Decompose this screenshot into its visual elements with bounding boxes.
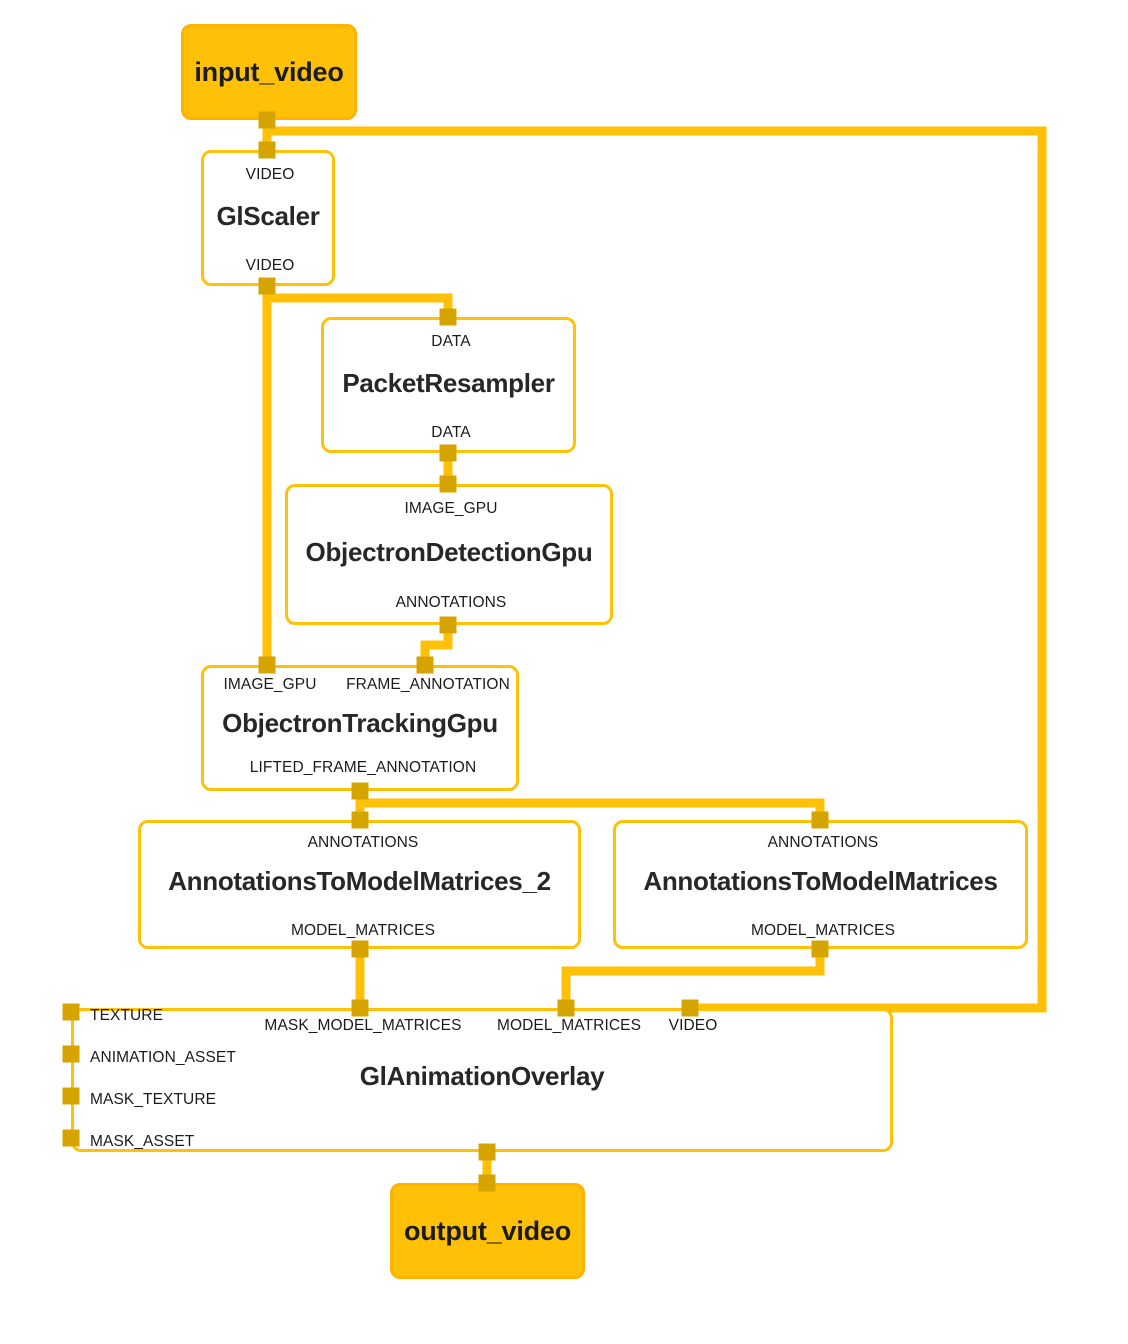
port-label-atmm-out-modelmatrices: MODEL_MATRICES [750, 922, 896, 939]
port-overlay-out[interactable] [478, 1143, 496, 1161]
port-label-glscaler-in-video: VIDEO [245, 166, 295, 183]
port-glscaler-out-video[interactable] [258, 277, 276, 295]
stream-node-output-video[interactable]: output_video [390, 1183, 585, 1279]
port-overlay-in-masktexture[interactable] [62, 1087, 80, 1105]
calculator-title: GlScaler [216, 201, 320, 231]
port-atmm2-out-modelmatrices[interactable] [351, 940, 369, 958]
port-atmm-in-annotations[interactable] [811, 811, 829, 829]
port-overlay-in-texture[interactable] [62, 1003, 80, 1021]
port-label-atmm2-out-modelmatrices: MODEL_MATRICES [290, 922, 436, 939]
calculator-node-objectrondetectiongpu[interactable]: IMAGE_GPU ObjectronDetectionGpu ANNOTATI… [285, 484, 613, 625]
calculator-title: GlAnimationOverlay [359, 1061, 605, 1091]
port-overlay-in-animationasset[interactable] [62, 1045, 80, 1063]
stream-node-input-video[interactable]: input_video [181, 24, 357, 120]
port-label-packetresampler-in-data: DATA [431, 333, 471, 350]
port-label-overlay-in-texture: TEXTURE [90, 1007, 164, 1024]
port-output-video-in[interactable] [478, 1174, 496, 1192]
port-label-tracking-in-imagegpu: IMAGE_GPU [223, 676, 317, 693]
calculator-node-packetresampler[interactable]: DATA PacketResampler DATA [321, 317, 576, 453]
calculator-title: ObjectronTrackingGpu [222, 708, 498, 738]
port-overlay-in-maskmodelmatrices[interactable] [351, 999, 369, 1017]
edge-detection-to-tracking-frameannotation [420, 625, 453, 665]
calculator-title: PacketResampler [342, 368, 555, 398]
port-atmm-out-modelmatrices[interactable] [811, 940, 829, 958]
port-overlay-in-modelmatrices[interactable] [557, 999, 575, 1017]
port-label-tracking-out-liftedframeannotation: LIFTED_FRAME_ANNOTATION [249, 759, 477, 776]
port-label-overlay-in-animationasset: ANIMATION_ASSET [90, 1049, 236, 1066]
stream-node-label: output_video [403, 1215, 572, 1246]
port-detection-in-imagegpu[interactable] [439, 475, 457, 493]
calculator-title: AnnotationsToModelMatrices_2 [168, 866, 551, 896]
calculator-node-annotationstomodelmatrices[interactable]: ANNOTATIONS AnnotationsToModelMatrices M… [613, 820, 1028, 949]
port-label-overlay-in-maskasset: MASK_ASSET [90, 1133, 195, 1150]
port-glscaler-in-video[interactable] [258, 141, 276, 159]
port-input-video-out[interactable] [258, 111, 276, 129]
port-detection-out-annotations[interactable] [439, 616, 457, 634]
port-label-atmm2-in-annotations: ANNOTATIONS [307, 834, 419, 851]
port-tracking-in-frameannotation[interactable] [416, 656, 434, 674]
calculator-node-objectrontrackinggpu[interactable]: IMAGE_GPU FRAME_ANNOTATION ObjectronTrac… [201, 665, 519, 791]
edge-glscaler-to-packetresampler [262, 286, 453, 317]
port-packetresampler-in-data[interactable] [439, 308, 457, 326]
port-label-atmm-in-annotations: ANNOTATIONS [767, 834, 879, 851]
calculator-title: AnnotationsToModelMatrices [643, 866, 998, 896]
edge-atmm-to-overlay-modelmatrices [561, 949, 825, 1008]
port-tracking-out-liftedframeannotation[interactable] [351, 782, 369, 800]
port-atmm2-in-annotations[interactable] [351, 811, 369, 829]
port-label-overlay-in-modelmatrices: MODEL_MATRICES [496, 1017, 642, 1034]
port-label-detection-out-annotations: ANNOTATIONS [395, 594, 507, 611]
port-label-overlay-in-masktexture: MASK_TEXTURE [90, 1091, 217, 1108]
port-label-overlay-in-maskmodelmatrices: MASK_MODEL_MATRICES [264, 1017, 462, 1034]
port-label-overlay-in-video: VIDEO [668, 1017, 718, 1034]
port-overlay-in-video[interactable] [681, 999, 699, 1017]
port-label-tracking-in-frameannotation: FRAME_ANNOTATION [346, 676, 510, 693]
edge-tracking-to-atmm [360, 798, 825, 820]
port-label-detection-in-imagegpu: IMAGE_GPU [404, 500, 498, 517]
stream-node-label: input_video [194, 56, 344, 87]
port-label-packetresampler-out-data: DATA [431, 424, 471, 441]
calculator-node-glanimationoverlay[interactable]: TEXTURE ANIMATION_ASSET MASK_TEXTURE MAS… [71, 1007, 893, 1152]
port-tracking-in-imagegpu[interactable] [258, 656, 276, 674]
port-overlay-in-maskasset[interactable] [62, 1129, 80, 1147]
port-label-glscaler-out-video: VIDEO [245, 257, 295, 274]
calculator-node-annotationstomodelmatrices-2[interactable]: ANNOTATIONS AnnotationsToModelMatrices_2… [138, 820, 581, 949]
port-packetresampler-out-data[interactable] [439, 444, 457, 462]
calculator-node-glscaler[interactable]: VIDEO GlScaler VIDEO [201, 150, 335, 286]
calculator-title: ObjectronDetectionGpu [305, 537, 593, 567]
